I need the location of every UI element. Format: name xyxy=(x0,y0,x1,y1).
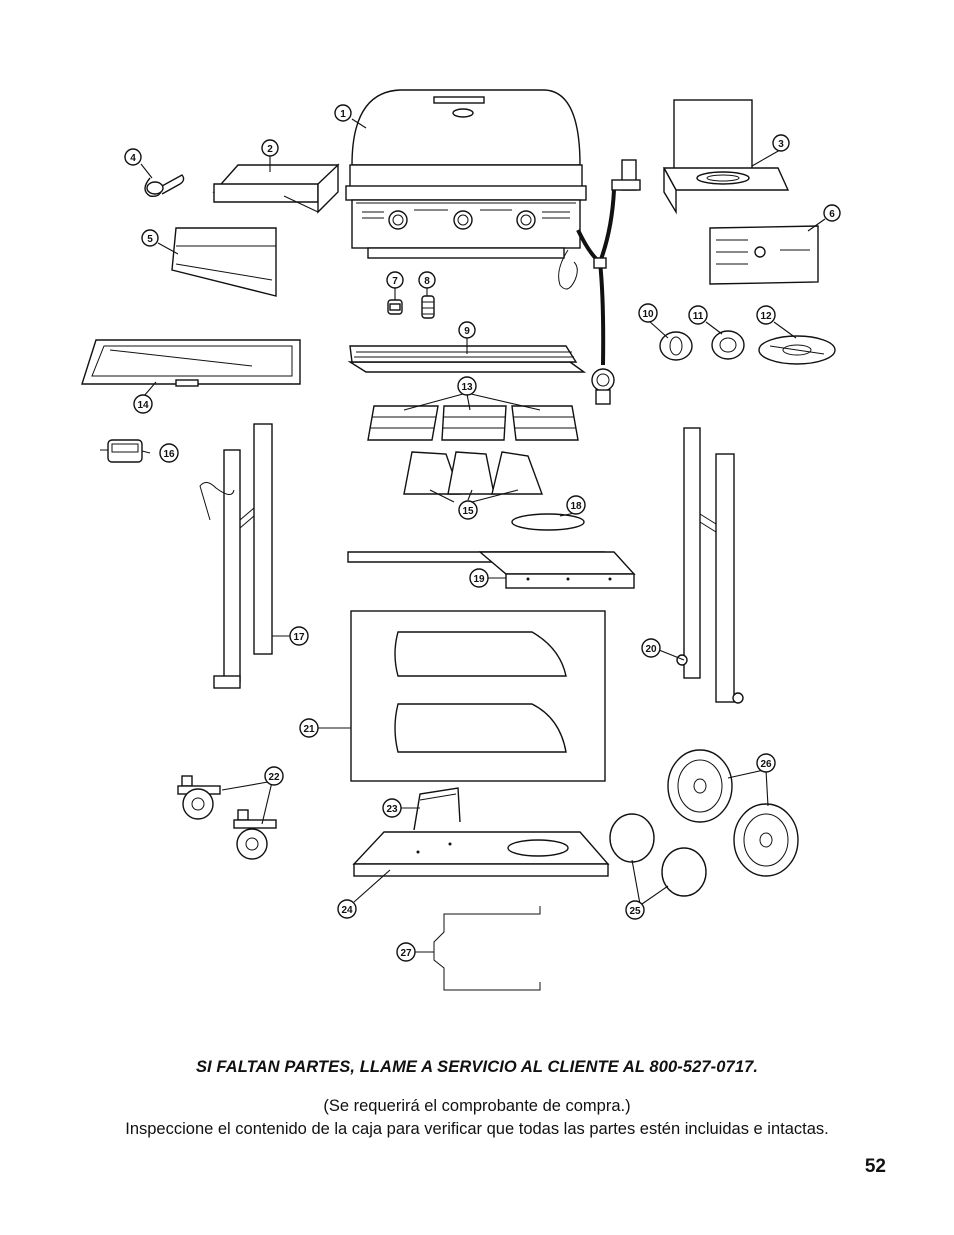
svg-text:14: 14 xyxy=(137,400,149,411)
svg-text:12: 12 xyxy=(760,311,772,322)
callout-15: 15 xyxy=(458,500,478,520)
callout-8: 8 xyxy=(418,271,436,289)
part-spring xyxy=(421,295,435,319)
callout-9: 9 xyxy=(458,321,476,339)
svg-text:10: 10 xyxy=(642,309,654,320)
part-right-cart-leg xyxy=(676,427,744,704)
part-left-cart-leg xyxy=(199,423,273,689)
svg-text:23: 23 xyxy=(386,804,398,815)
callout-25: 25 xyxy=(625,900,645,920)
svg-text:15: 15 xyxy=(462,506,474,517)
svg-text:8: 8 xyxy=(424,276,430,287)
part-casters xyxy=(177,775,277,860)
svg-text:11: 11 xyxy=(693,311,704,322)
inspect-contents-note: Inspeccione el contenido de la caja para… xyxy=(125,1120,829,1138)
missing-parts-notice: SI FALTAN PARTES, LLAME A SERVICIO AL CL… xyxy=(195,1058,759,1076)
part-bottom-shelf xyxy=(352,831,610,877)
page-number: 52 xyxy=(864,1156,886,1177)
part-left-side-shelf xyxy=(212,163,340,214)
callout-19: 19 xyxy=(469,568,489,588)
callout-3: 3 xyxy=(772,134,790,152)
parts-diagram: 1 2 3 4 5 6 7 8 9 10 11 12 13 14 15 16 1… xyxy=(81,89,841,991)
svg-text:17: 17 xyxy=(293,632,305,643)
part-wheels xyxy=(667,749,799,877)
callout-11: 11 xyxy=(688,305,708,325)
callout-22: 22 xyxy=(264,766,284,786)
part-heat-tents xyxy=(403,451,544,495)
callout-16: 16 xyxy=(159,443,179,463)
part-bracket xyxy=(413,787,461,831)
part-burner-cover xyxy=(511,513,585,531)
callout-5: 5 xyxy=(141,229,159,247)
callout-23: 23 xyxy=(382,798,402,818)
leader-lines xyxy=(140,118,826,953)
svg-text:16: 16 xyxy=(163,449,175,460)
svg-text:9: 9 xyxy=(464,326,470,337)
callout-27: 27 xyxy=(396,942,416,962)
svg-text:27: 27 xyxy=(400,948,412,959)
svg-text:24: 24 xyxy=(341,905,353,916)
part-fitting xyxy=(387,299,403,315)
proof-of-purchase-note: (Se requerirá el comprobante de compra.) xyxy=(323,1097,631,1115)
part-knob-bezel xyxy=(711,330,745,360)
part-wheel-caps xyxy=(609,813,707,897)
svg-text:6: 6 xyxy=(829,209,835,220)
svg-text:25: 25 xyxy=(629,906,641,917)
part-side-burner xyxy=(662,99,790,215)
part-warming-rack xyxy=(347,345,587,373)
svg-text:21: 21 xyxy=(303,724,315,735)
callout-7: 7 xyxy=(386,271,404,289)
part-axle xyxy=(433,906,541,991)
svg-text:22: 22 xyxy=(268,772,280,783)
callout-17: 17 xyxy=(289,626,309,646)
svg-text:20: 20 xyxy=(645,644,657,655)
svg-text:7: 7 xyxy=(392,276,398,287)
part-control-knob xyxy=(659,331,693,361)
callout-26: 26 xyxy=(756,753,776,773)
callout-18: 18 xyxy=(566,495,586,515)
svg-text:4: 4 xyxy=(130,153,136,164)
part-door-panel xyxy=(350,610,606,782)
part-bottom-tray xyxy=(81,339,301,387)
part-front-panel xyxy=(347,551,636,589)
part-gas-hose-regulator xyxy=(576,159,641,405)
part-grease-tray xyxy=(171,227,277,297)
callout-14: 14 xyxy=(133,394,153,414)
part-igniter xyxy=(100,439,143,463)
callout-6: 6 xyxy=(823,204,841,222)
callout-10: 10 xyxy=(638,303,658,323)
part-cooking-grates xyxy=(367,405,579,441)
callout-4: 4 xyxy=(124,148,142,166)
part-side-control-panel xyxy=(709,225,819,285)
svg-text:13: 13 xyxy=(461,382,473,393)
svg-text:1: 1 xyxy=(340,109,346,120)
part-side-burner-grate xyxy=(758,335,836,365)
svg-text:18: 18 xyxy=(570,501,582,512)
callout-21: 21 xyxy=(299,718,319,738)
callout-24: 24 xyxy=(337,899,357,919)
svg-text:5: 5 xyxy=(147,234,153,245)
part-hook xyxy=(144,174,185,197)
part-grill-head xyxy=(345,89,587,290)
callout-20: 20 xyxy=(641,638,661,658)
callout-2: 2 xyxy=(261,139,279,157)
svg-text:2: 2 xyxy=(267,144,273,155)
callout-13: 13 xyxy=(457,376,477,396)
svg-text:3: 3 xyxy=(778,139,784,150)
callout-1: 1 xyxy=(334,104,352,122)
svg-text:26: 26 xyxy=(760,759,772,770)
callout-12: 12 xyxy=(756,305,776,325)
svg-text:19: 19 xyxy=(473,574,485,585)
